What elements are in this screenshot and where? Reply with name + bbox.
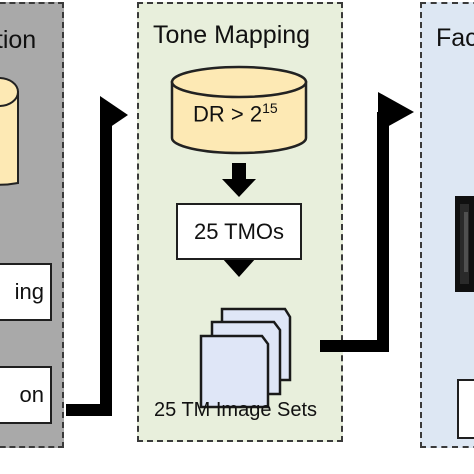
acquisition-panel-title: ation <box>0 26 37 54</box>
hdr-cylinder-top <box>170 65 308 99</box>
hdr-database-cylinder <box>170 65 308 155</box>
image-sets-label: 25 TM Image Sets <box>154 399 318 421</box>
face-photo-thumbnail <box>455 196 474 292</box>
left-box-upper: ing <box>0 263 52 321</box>
arrow-middle-to-right <box>320 92 414 352</box>
left-database-cylinder <box>0 77 19 186</box>
arrow-left-to-middle <box>66 96 128 416</box>
left-cylinder-body <box>0 91 19 186</box>
image-set-stack <box>199 307 292 409</box>
right-panel-title: Fac <box>436 24 474 52</box>
left-box-lower: on <box>0 366 52 424</box>
tone-mapping-panel-title: Tone Mapping <box>153 21 311 49</box>
left-cylinder-top <box>0 77 19 107</box>
hdr-cylinder-label-exponent: 15 <box>262 100 278 116</box>
arrow-cylinder-to-tmos <box>222 163 256 197</box>
hdr-cylinder-body <box>170 80 308 155</box>
tmo-box: 25 TMOs <box>176 203 302 260</box>
hdr-cylinder-label: DR > 215 <box>193 100 278 127</box>
image-page-front <box>199 334 270 409</box>
right-panel-box <box>457 379 474 439</box>
hdr-cylinder-label-base: DR > 2 <box>193 101 263 127</box>
